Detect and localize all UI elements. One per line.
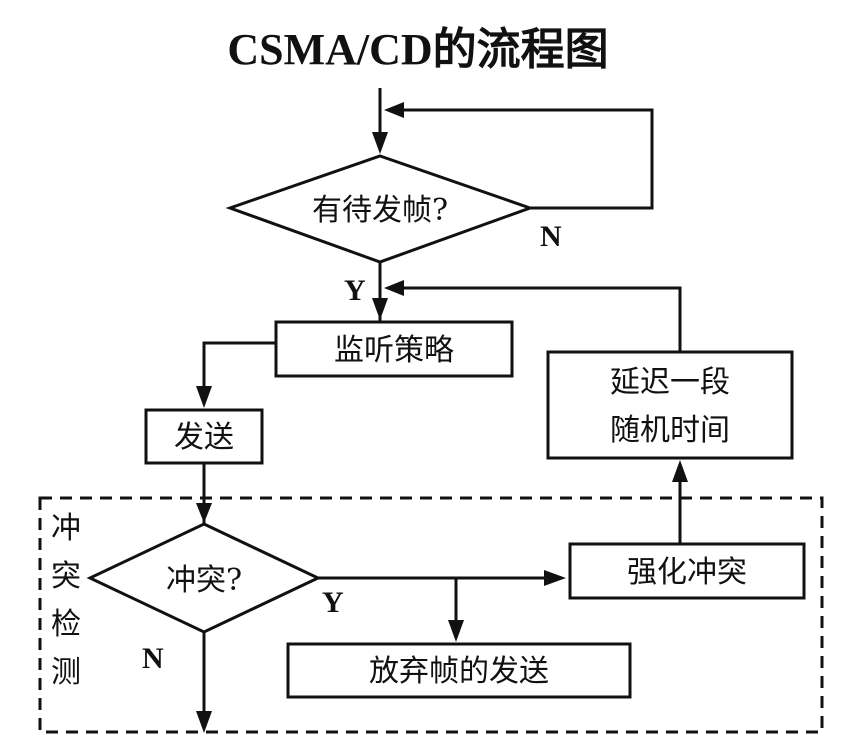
region-label-char: 突 [51, 559, 81, 594]
collision-label: 冲突? [166, 563, 242, 598]
page-title: CSMA/CD的流程图 [227, 25, 608, 74]
collision-detection-region [38, 496, 824, 734]
arrow-no-loop-return [384, 102, 404, 118]
connector-lines [202, 88, 682, 717]
abort-send-box [286, 642, 632, 699]
region-label-char: 测 [51, 655, 81, 690]
listen-strategy-box [274, 320, 514, 378]
arrow-exit-no-collision [196, 711, 212, 733]
arrow-into-listen [372, 298, 388, 320]
arrow-retry-return [384, 280, 404, 296]
arrow-into-frame-check [372, 132, 388, 154]
frame-waiting-no-label: N [540, 220, 562, 253]
abort-send-label: 放弃帧的发送 [369, 654, 549, 689]
arrow-into-delay [672, 460, 688, 482]
listen-strategy-label: 监听策略 [334, 333, 454, 368]
send-label: 发送 [174, 420, 234, 455]
arrowheads [196, 102, 688, 733]
arrow-into-abort [448, 620, 464, 642]
collision-detection-region-label: 冲 突 检 测 [51, 511, 81, 690]
region-label-char: 检 [51, 607, 81, 642]
frame-waiting-decision [225, 154, 535, 264]
collision-decision [86, 522, 322, 634]
arrow-into-collision-check [196, 503, 212, 523]
frame-waiting-label: 有待发帧? [312, 193, 448, 228]
arrow-into-send [196, 386, 212, 408]
random-delay-label-line2: 随机时间 [610, 413, 730, 448]
random-delay-label-line1: 延迟一段 [610, 365, 730, 400]
enforce-collision-label: 强化冲突 [627, 555, 747, 590]
enforce-collision-box [568, 542, 806, 600]
frame-waiting-yes-label: Y [344, 274, 366, 307]
region-label-char: 冲 [51, 511, 81, 546]
arrow-into-enforce [544, 570, 566, 586]
send-box [144, 408, 264, 465]
collision-no-label: N [142, 642, 164, 675]
collision-yes-label: Y [322, 586, 344, 619]
random-delay-box [546, 350, 794, 460]
